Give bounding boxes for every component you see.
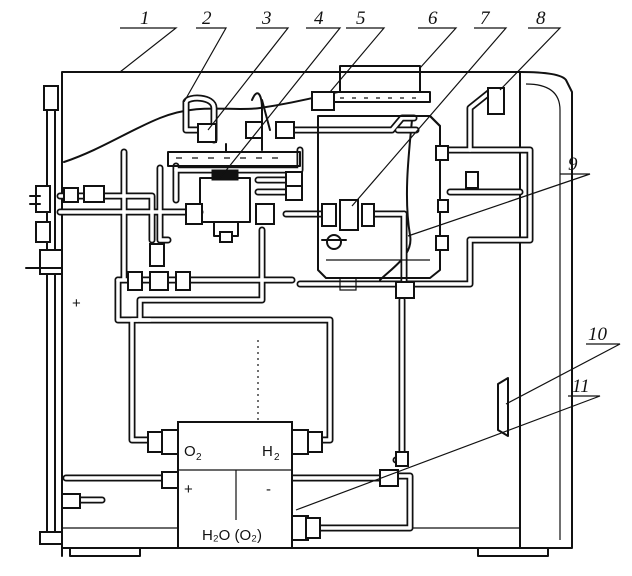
o2-outlet-label: O bbox=[184, 443, 196, 460]
callout-6: 6 bbox=[428, 8, 438, 29]
control-module bbox=[311, 65, 431, 111]
callout-leaders bbox=[119, 27, 621, 511]
callout-1: 1 bbox=[140, 8, 150, 29]
callout-11: 11 bbox=[572, 376, 590, 397]
callout-4: 4 bbox=[314, 8, 324, 29]
callout-5: 5 bbox=[356, 8, 366, 29]
side-indicator bbox=[497, 377, 521, 441]
separator-housing bbox=[317, 115, 449, 291]
cathode-minus-label: - bbox=[266, 481, 271, 498]
callout-2: 2 bbox=[202, 8, 212, 29]
fittings bbox=[61, 87, 505, 541]
anode-plus-label: + bbox=[184, 481, 193, 498]
valve-block bbox=[167, 92, 301, 243]
water-inlet-label: H₂O (O₂) bbox=[202, 527, 262, 544]
callout-9: 9 bbox=[568, 154, 578, 175]
electrolyzer-cell: O 2 H 2 + - H₂O (O₂) bbox=[177, 340, 293, 549]
callout-7: 7 bbox=[480, 8, 491, 29]
h2-outlet-subscript: 2 bbox=[274, 452, 280, 463]
frame-plus-marker: + bbox=[72, 295, 81, 312]
left-filter-column bbox=[25, 85, 63, 545]
callout-8: 8 bbox=[536, 8, 546, 29]
h2-outlet-label: H bbox=[262, 443, 273, 460]
callout-3: 3 bbox=[261, 8, 272, 29]
o2-outlet-subscript: 2 bbox=[196, 452, 202, 463]
callout-10: 10 bbox=[588, 324, 608, 345]
pipework bbox=[56, 88, 534, 532]
callout-numbers: 1 2 3 4 5 6 7 8 9 10 11 bbox=[140, 8, 608, 397]
